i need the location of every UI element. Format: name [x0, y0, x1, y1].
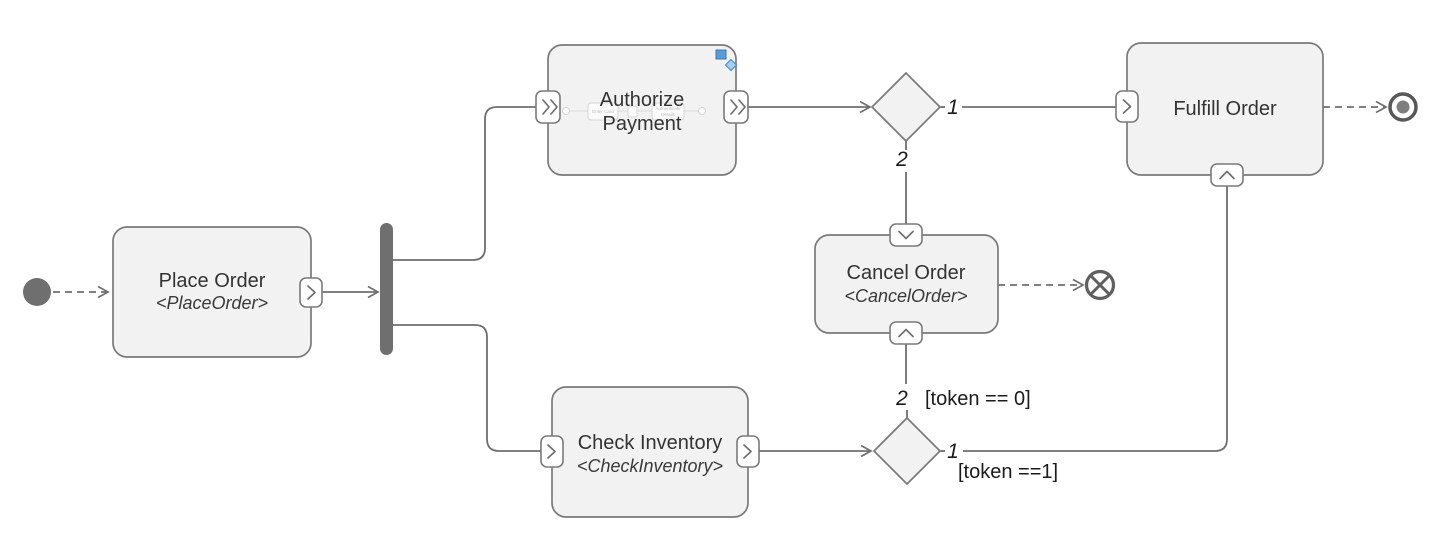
place-order-output-port[interactable] [299, 277, 323, 308]
inventory-decision-label-1: 1 [947, 440, 959, 463]
double-chevron-right-icon [730, 99, 746, 115]
inventory-decision-label-2: 2 [895, 387, 908, 410]
guard-token-zero: [token == 0] [925, 388, 1031, 410]
place-order-body[interactable] [112, 226, 312, 358]
check-input-port[interactable] [540, 435, 564, 468]
cancel-input-port-bottom[interactable] [889, 321, 923, 345]
chevron-right-icon [743, 444, 752, 459]
fulfill-order-title: Fulfill Order [1173, 98, 1277, 120]
cancel-final-node[interactable] [1084, 269, 1116, 301]
authorize-payment-title-line2: Payment [603, 113, 682, 135]
chevron-right-icon [547, 444, 556, 459]
start-node[interactable] [23, 278, 51, 306]
fulfill-input-port-left[interactable] [1115, 90, 1139, 123]
chevron-up-icon [898, 328, 914, 338]
edge-inventory-decision-to-fulfill[interactable] [963, 186, 1228, 452]
edge-fork-to-check[interactable] [393, 324, 541, 452]
double-chevron-right-icon [542, 99, 558, 115]
ghost-step-2-label-1: Authenticate [655, 106, 681, 111]
edge-fork-to-authorize[interactable] [393, 106, 536, 261]
fork-bar[interactable] [380, 223, 393, 355]
activity-fulfill-order[interactable]: Fulfill Order [1115, 42, 1324, 187]
payment-decision-label-1: 1 [947, 96, 959, 119]
authorize-output-port[interactable] [723, 90, 749, 124]
check-inventory-stereotype: <CheckInventory> [577, 456, 723, 476]
inventory-decision-diamond[interactable] [872, 416, 942, 486]
authorize-payment-title-line1: Authorize [600, 89, 685, 111]
place-order-stereotype: <PlaceOrder> [156, 293, 268, 313]
cancel-order-body[interactable] [814, 234, 999, 334]
cancel-order-stereotype: <CancelOrder> [844, 286, 967, 306]
ghost-step-1-label: Enter Card [592, 109, 614, 114]
chevron-down-icon [898, 230, 914, 240]
chevron-right-icon [1122, 99, 1132, 114]
guard-token-one: [token ==1] [958, 461, 1058, 483]
ghost-start-node [562, 107, 570, 115]
activity-cancel-order[interactable]: Cancel Order <CancelOrder> [814, 223, 999, 345]
ghost-end-node [698, 107, 706, 115]
check-inventory-title: Check Inventory [578, 432, 723, 454]
ghost-step-2-label-2: Details [661, 112, 676, 117]
fulfill-input-port-bottom[interactable] [1210, 163, 1244, 187]
final-node[interactable] [1388, 92, 1418, 122]
chevron-right-icon [307, 285, 316, 300]
activity-check-inventory[interactable]: Check Inventory <CheckInventory> [540, 386, 760, 518]
place-order-title: Place Order [159, 270, 266, 292]
authorize-subflow-preview: Enter Card Authenticate Details [562, 102, 706, 121]
subprocess-badge-icon[interactable] [715, 49, 738, 72]
x-icon [1089, 274, 1111, 296]
authorize-input-port[interactable] [535, 90, 561, 124]
activity-place-order[interactable]: Place Order <PlaceOrder> [112, 226, 323, 358]
payment-decision-label-2: 2 [895, 148, 908, 171]
activity-authorize-payment[interactable]: Enter Card Authenticate Details Authoriz… [535, 44, 749, 176]
cancel-input-port-top[interactable] [889, 223, 923, 247]
check-output-port[interactable] [736, 435, 760, 468]
payment-decision-diamond[interactable] [870, 71, 942, 143]
cancel-order-title: Cancel Order [847, 262, 966, 284]
chevron-up-icon [1219, 170, 1235, 180]
